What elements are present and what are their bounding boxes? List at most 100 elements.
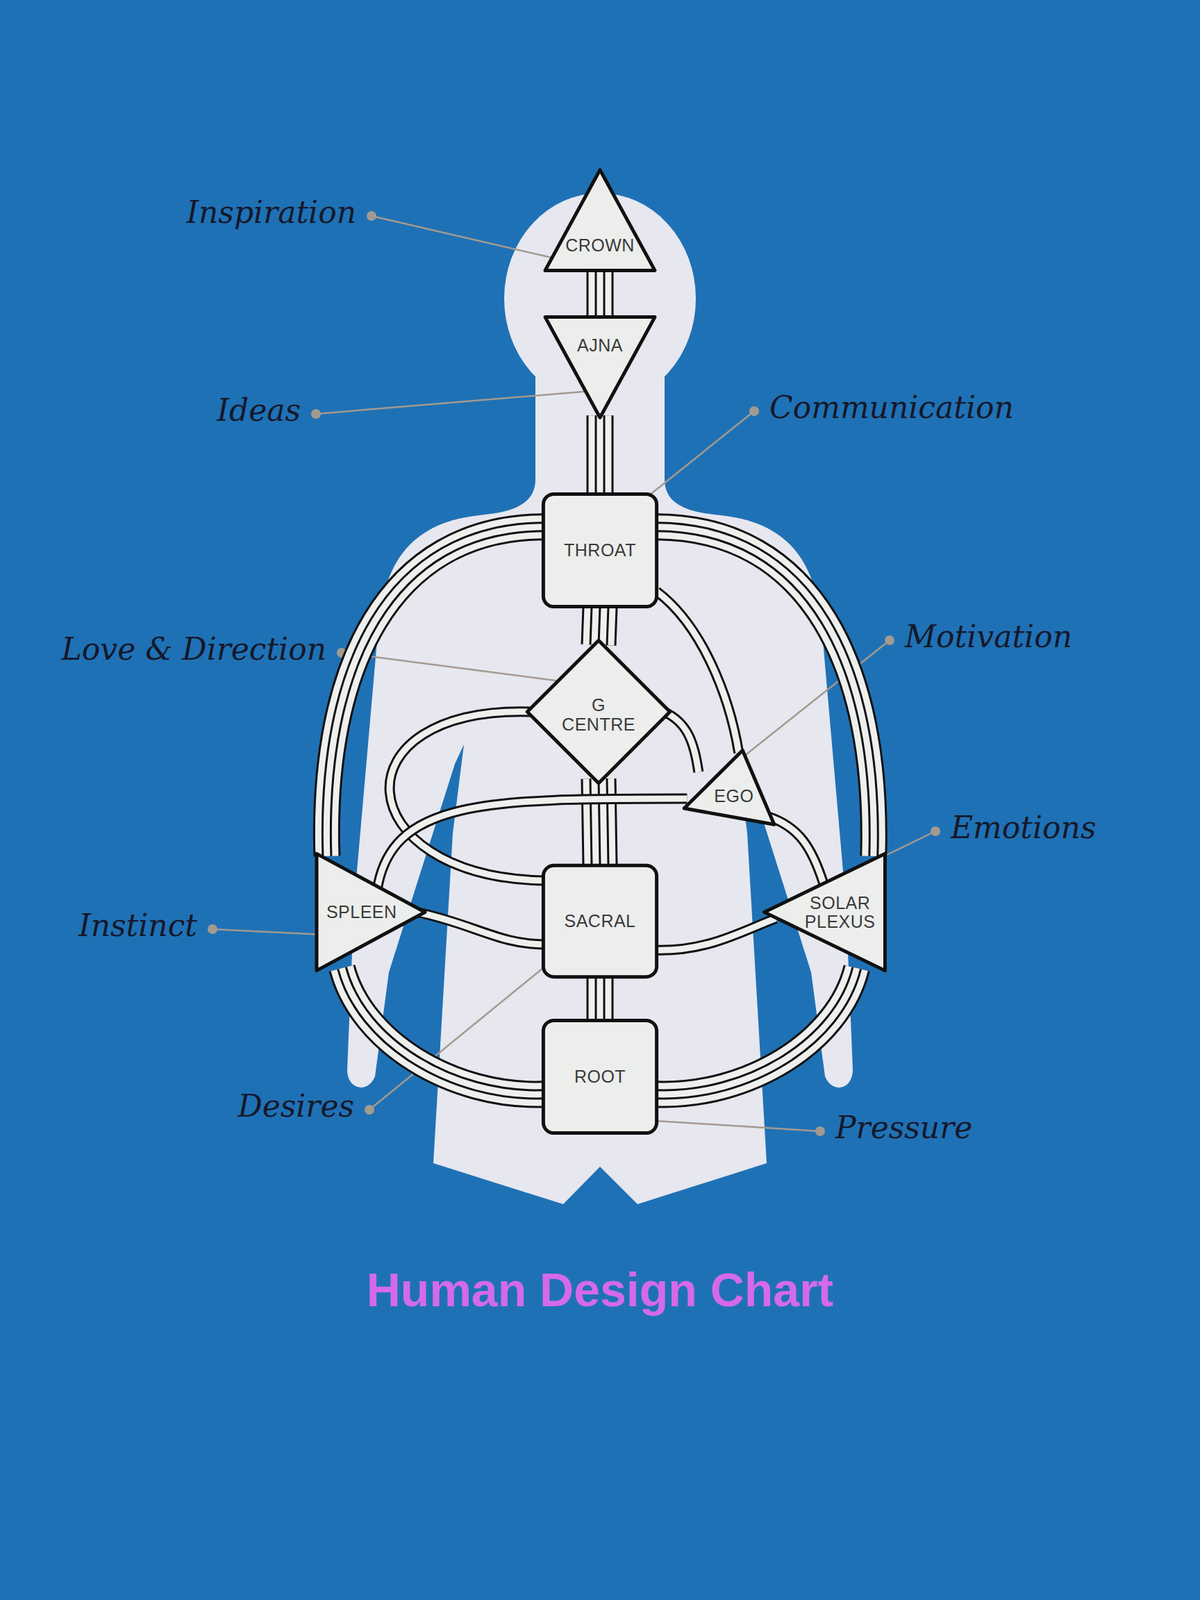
channel <box>389 711 544 881</box>
channel-line <box>663 711 699 773</box>
channel <box>416 912 544 945</box>
center-shape <box>541 166 659 274</box>
channel-line <box>767 816 825 888</box>
channel-line <box>656 591 739 753</box>
spleen-center: SPLEEN <box>313 850 429 975</box>
ego-center: EGO <box>681 747 778 829</box>
center-label: G CENTRE <box>561 695 637 735</box>
channel-line <box>598 778 600 866</box>
callout-label: Emotions <box>950 809 1097 846</box>
channel <box>767 816 825 888</box>
channel-line <box>595 271 606 316</box>
channel-line <box>588 977 612 1021</box>
channel-line <box>767 816 825 888</box>
channel <box>600 271 601 316</box>
center-shape <box>541 313 659 421</box>
center-label: ROOT <box>574 1067 626 1087</box>
leader-dot <box>815 1126 825 1137</box>
channel <box>656 527 875 857</box>
callout-label: Motivation <box>904 618 1073 655</box>
center-outline <box>764 853 886 971</box>
leader-line <box>371 215 564 261</box>
center-outline <box>684 750 775 825</box>
callout-label: Love & Direction <box>61 631 327 667</box>
channel <box>663 711 699 773</box>
channel-line <box>588 415 612 494</box>
root-center: ROOT <box>540 1018 660 1136</box>
channel-line <box>656 968 857 1095</box>
channel <box>600 415 601 494</box>
center-outline <box>545 317 655 419</box>
leader-dot <box>366 211 377 221</box>
channel-line <box>656 968 857 1095</box>
leader-dot <box>311 409 321 419</box>
channel-line <box>595 977 606 1021</box>
sacral-center: SACRAL <box>540 863 660 980</box>
center-outline <box>543 493 657 607</box>
callout-label: Ideas <box>217 392 301 428</box>
leader-line <box>341 652 562 682</box>
channel-line <box>342 968 544 1095</box>
channel-line <box>656 591 739 753</box>
center-label: CROWN <box>565 236 635 256</box>
channel-line <box>597 415 604 494</box>
center-label: THROAT <box>563 540 637 561</box>
center-outline <box>545 170 655 271</box>
channel-line <box>597 977 604 1021</box>
callout-label: Desires <box>237 1088 355 1124</box>
g-center: G CENTRE <box>524 637 673 787</box>
channel-line <box>342 968 544 1095</box>
callout-label: Instinct <box>78 907 198 944</box>
channel <box>656 968 857 1095</box>
channel-line <box>416 912 544 945</box>
channel <box>598 778 600 866</box>
center-label: SPLEEN <box>326 902 398 923</box>
channel-line <box>586 415 614 494</box>
center-outline <box>316 853 425 971</box>
callout-label: Communication <box>769 389 1014 425</box>
channel-line <box>595 415 606 494</box>
channel <box>600 977 601 1021</box>
channel-line <box>656 918 777 950</box>
leader-line <box>634 411 755 507</box>
callout-label: Pressure <box>835 1109 973 1146</box>
center-label: AJNA <box>577 336 623 356</box>
channel-line <box>598 778 600 866</box>
ajna-center: AJNA <box>541 313 659 421</box>
channel-line <box>598 778 600 866</box>
channel-line <box>656 527 875 857</box>
channel-line <box>656 918 777 950</box>
channel-line <box>656 527 875 857</box>
center-label: SACRAL <box>563 911 636 932</box>
channel-line <box>588 271 612 316</box>
channel-line <box>598 778 600 866</box>
callout-label: Inspiration <box>186 194 357 230</box>
channel-line <box>586 271 614 316</box>
leader-line <box>212 929 325 935</box>
channel-line <box>656 968 857 1095</box>
center-label: SOLAR PLEXUS <box>804 893 876 932</box>
channel <box>656 591 739 753</box>
channel-line <box>597 271 604 316</box>
channel-line <box>342 968 544 1095</box>
leader-line <box>315 390 592 414</box>
crown-center: CROWN <box>541 166 659 274</box>
channel-line <box>586 977 614 1021</box>
leader-dot <box>749 406 760 416</box>
channel-line <box>598 778 600 866</box>
channel-line <box>663 711 699 773</box>
channel-line <box>389 711 544 881</box>
center-outline <box>527 640 670 783</box>
leader-lines <box>207 211 941 1137</box>
center-outline <box>543 865 657 977</box>
leader-dot <box>207 924 218 935</box>
channel-line <box>656 527 875 857</box>
chart-title: Human Design Chart <box>0 1262 1200 1317</box>
channel <box>656 918 777 950</box>
channel-line <box>389 711 544 881</box>
channel-line <box>656 968 857 1095</box>
channel-line <box>416 912 544 945</box>
center-outline <box>543 1020 657 1133</box>
solar-plexus-center: SOLAR PLEXUS <box>760 850 889 975</box>
